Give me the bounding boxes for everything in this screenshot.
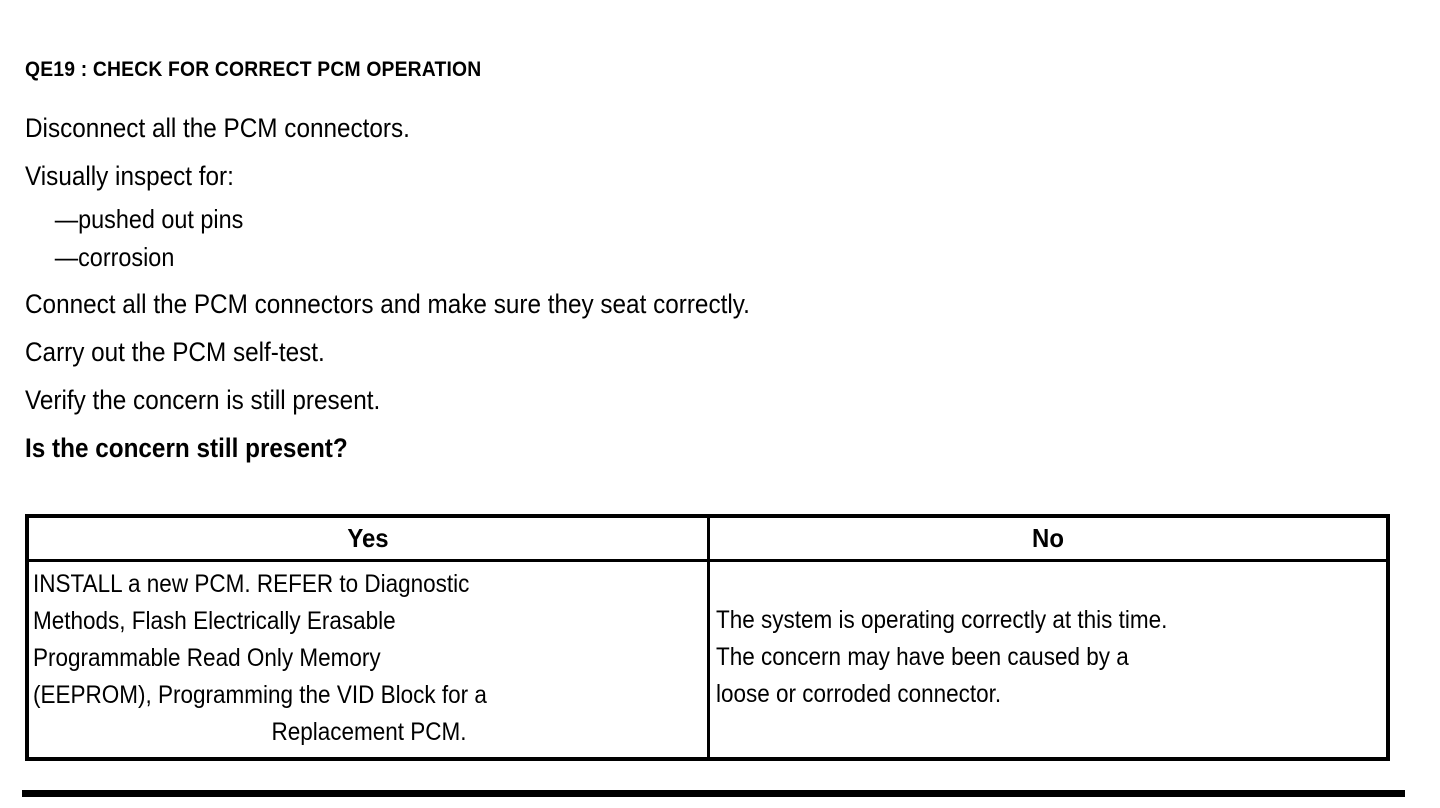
table-cell-no-action: The system is operating correctly at thi…: [710, 562, 1386, 757]
table-header-cell-no: No: [710, 518, 1386, 559]
page-footer-rule: [22, 790, 1405, 797]
yes-action-line: INSTALL a new PCM. REFER to Diagnostic: [33, 570, 470, 598]
step-line: Connect all the PCM connectors and make …: [25, 289, 750, 319]
yes-action-line: Methods, Flash Electrically Erasable: [33, 607, 396, 635]
table-header-row: Yes No: [29, 518, 1386, 562]
step-line: Visually inspect for:: [25, 161, 234, 191]
no-action-text: The system is operating correctly at thi…: [710, 562, 1386, 754]
table-row: INSTALL a new PCM. REFER to Diagnostic M…: [29, 562, 1386, 757]
table-cell-yes-action: INSTALL a new PCM. REFER to Diagnostic M…: [29, 562, 710, 757]
column-header-no: No: [1032, 523, 1064, 553]
dash-list-item: —pushed out pins: [54, 204, 244, 234]
decision-table: Yes No INSTALL a new PCM. REFER to Diagn…: [25, 514, 1390, 761]
step-line: Carry out the PCM self-test.: [25, 337, 325, 367]
yes-action-line: Programmable Read Only Memory: [33, 644, 381, 672]
no-action-line: loose or corroded connector.: [716, 679, 1002, 708]
yes-action-line: Replacement PCM.: [271, 718, 467, 746]
step-line: Disconnect all the PCM connectors.: [25, 113, 410, 143]
no-action-line: The system is operating correctly at thi…: [716, 605, 1168, 634]
procedure-steps: Disconnect all the PCM connectors. Visua…: [25, 104, 1405, 472]
yes-action-line: (EEPROM), Programming the VID Block for …: [33, 681, 487, 709]
dash-list-item: —corrosion: [54, 242, 175, 272]
no-action-line: The concern may have been caused by a: [716, 642, 1129, 671]
yes-action-text: INSTALL a new PCM. REFER to Diagnostic M…: [29, 562, 707, 757]
table-header-cell-yes: Yes: [29, 518, 710, 559]
step-line: Verify the concern is still present.: [25, 385, 381, 415]
decision-question: Is the concern still present?: [25, 433, 348, 463]
page-title: QE19 : CHECK FOR CORRECT PCM OPERATION: [25, 58, 482, 81]
column-header-yes: Yes: [347, 523, 389, 553]
